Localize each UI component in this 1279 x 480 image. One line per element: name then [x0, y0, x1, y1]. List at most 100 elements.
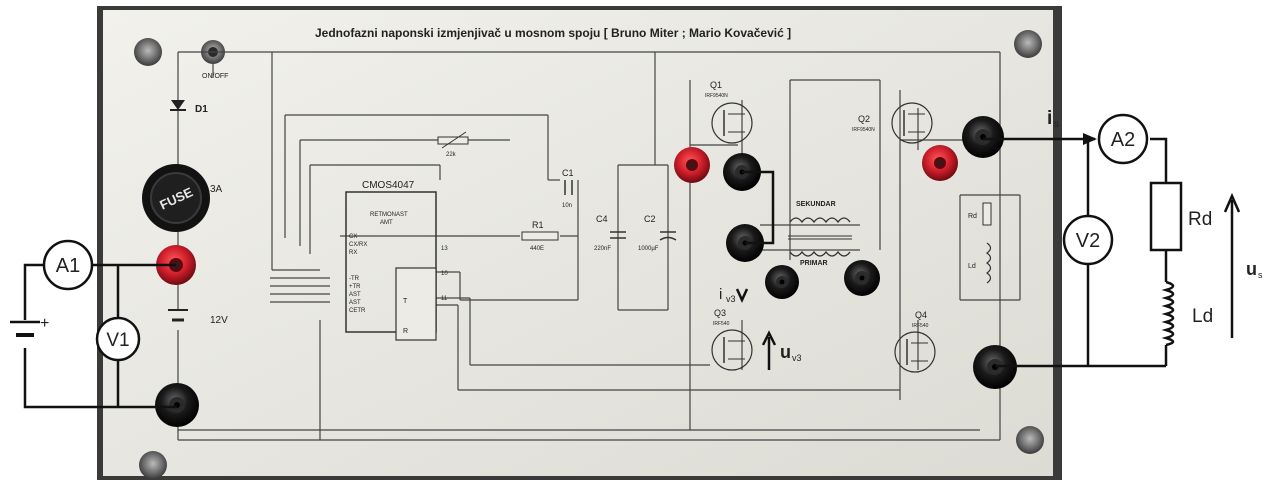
ic-pin-cetr: CETR	[349, 308, 366, 314]
us-sub: s	[1258, 270, 1263, 280]
jack-output-black-top[interactable]	[962, 116, 1004, 158]
ic-pin-ptr: +TR	[349, 284, 361, 290]
uv3-arrow-head	[761, 330, 777, 346]
mosfet-q3	[711, 329, 753, 371]
mosfet-q1	[711, 102, 753, 144]
q2-label: Q2	[858, 114, 870, 124]
ic-pin-ast-2: AST	[349, 300, 361, 306]
uv3-main: u	[780, 342, 791, 362]
q1-label: Q1	[710, 80, 722, 90]
flipflop-r: R	[403, 328, 408, 335]
ic-mode-1: RETMONAST	[370, 212, 408, 218]
board-rd-label: Rd	[968, 213, 977, 220]
battery-symbol	[10, 320, 40, 337]
ic-label: CMOS4047	[362, 180, 415, 191]
c2-value: 1000µF	[638, 246, 659, 252]
q2-part: IRF9540N	[852, 127, 875, 133]
q4-label: Q4	[915, 310, 927, 320]
uv3-sub: v3	[792, 353, 802, 363]
q4-part: IRF540	[912, 323, 929, 329]
voltmeter-v1-label: V1	[106, 330, 129, 351]
ammeter-a2-label: A2	[1111, 129, 1135, 151]
load-resistor-rd	[1149, 181, 1183, 252]
c2-label: C2	[644, 214, 656, 224]
voltmeter-v1	[95, 316, 141, 362]
ammeter-a1-label: A1	[56, 255, 80, 277]
r1-value: 440E	[530, 246, 544, 252]
ic-pin-rx: RX	[349, 250, 357, 256]
secondary-label: SEKUNDAR	[796, 201, 836, 208]
mosfet-q4	[894, 331, 936, 373]
board-photo: Jednofazni naponski izmjenjivač u mosnom…	[97, 6, 1062, 480]
voltmeter-v2	[1062, 214, 1114, 266]
capacitor-c2	[659, 231, 677, 241]
q3-part: IRF540	[713, 321, 730, 327]
jack-supply-black[interactable]	[155, 383, 199, 427]
board-title: Jednofazni naponski izmjenjivač u mosnom…	[315, 26, 791, 40]
board-rd	[982, 202, 992, 226]
q3-label: Q3	[714, 308, 726, 318]
iv3-main: i	[719, 286, 722, 303]
q1-part: IRF9540N	[705, 93, 728, 99]
mosfet-q2	[891, 102, 933, 144]
output-load-circuit: i s A2 V2 Rd Ld u s	[983, 108, 1263, 368]
pot-label: 22k	[446, 152, 457, 158]
jack-primary-left[interactable]	[765, 265, 799, 299]
us-arrow-head	[1223, 192, 1241, 213]
iv3-sub: v3	[726, 294, 736, 304]
c1-label: C1	[562, 168, 574, 178]
primary-label: PRIMAR	[800, 260, 828, 267]
c4-label: C4	[596, 214, 608, 224]
ic-cmos4047	[345, 191, 437, 341]
ic-pin-ast-1: AST	[349, 292, 361, 298]
supply-symbol	[168, 309, 188, 322]
c1-value: 10n	[562, 203, 572, 209]
q3-annotations: i v3 u v3	[719, 286, 802, 370]
jumper-bridge	[742, 170, 775, 245]
resistor-r1	[521, 231, 559, 241]
capacitor-c4	[610, 231, 626, 239]
is-sub: s	[1054, 119, 1059, 130]
iv3-arrow	[735, 288, 749, 304]
screw-top-right	[1014, 30, 1042, 58]
diode-d1	[170, 100, 186, 111]
r1-label: R1	[532, 220, 544, 230]
load-inductor-ld	[1161, 280, 1175, 347]
jumper-wires	[742, 170, 775, 245]
ic-pin-10: 10	[441, 271, 448, 277]
fuse-holder[interactable]: FUSE	[142, 164, 210, 232]
screw-top-left	[134, 38, 162, 66]
ic-pin-ntr: -TR	[349, 276, 360, 282]
wire-a2-to-rd	[1150, 137, 1168, 183]
ammeter-a1	[42, 239, 94, 291]
ammeter-a2	[1097, 113, 1149, 165]
ic-pin-13: 13	[441, 246, 448, 252]
board-ld-label: Ld	[968, 263, 976, 270]
voltmeter-v2-label: V2	[1076, 230, 1100, 252]
ic-pin-cxrx: CX/RX	[349, 242, 367, 248]
supply-label: 12V	[210, 315, 228, 326]
jack-q1-red[interactable]	[674, 147, 710, 183]
switch-label: ON/OFF	[202, 73, 228, 80]
ic-pin-11: 11	[441, 296, 448, 302]
diode-label: D1	[195, 104, 208, 115]
ic-mode-2: AMT	[380, 220, 393, 226]
ic-pin-cx: CX	[349, 234, 357, 240]
wire-a1-to-battery	[23, 263, 44, 320]
capacitor-c1	[564, 180, 573, 195]
c4-value: 220nF	[594, 246, 611, 252]
jack-primary-right[interactable]	[844, 260, 880, 296]
load-ld-label: Ld	[1192, 306, 1213, 327]
transformer	[788, 217, 852, 257]
screw-bottom-right	[1016, 426, 1044, 454]
jack-output-red[interactable]	[922, 145, 958, 181]
load-rd-label: Rd	[1188, 209, 1212, 230]
is-main: i	[1047, 108, 1052, 129]
screw-bottom-left	[139, 451, 167, 479]
battery-plus: +	[40, 315, 49, 332]
board-ld	[985, 242, 992, 284]
wire-battery-return	[23, 348, 177, 409]
us-main: u	[1246, 259, 1257, 279]
